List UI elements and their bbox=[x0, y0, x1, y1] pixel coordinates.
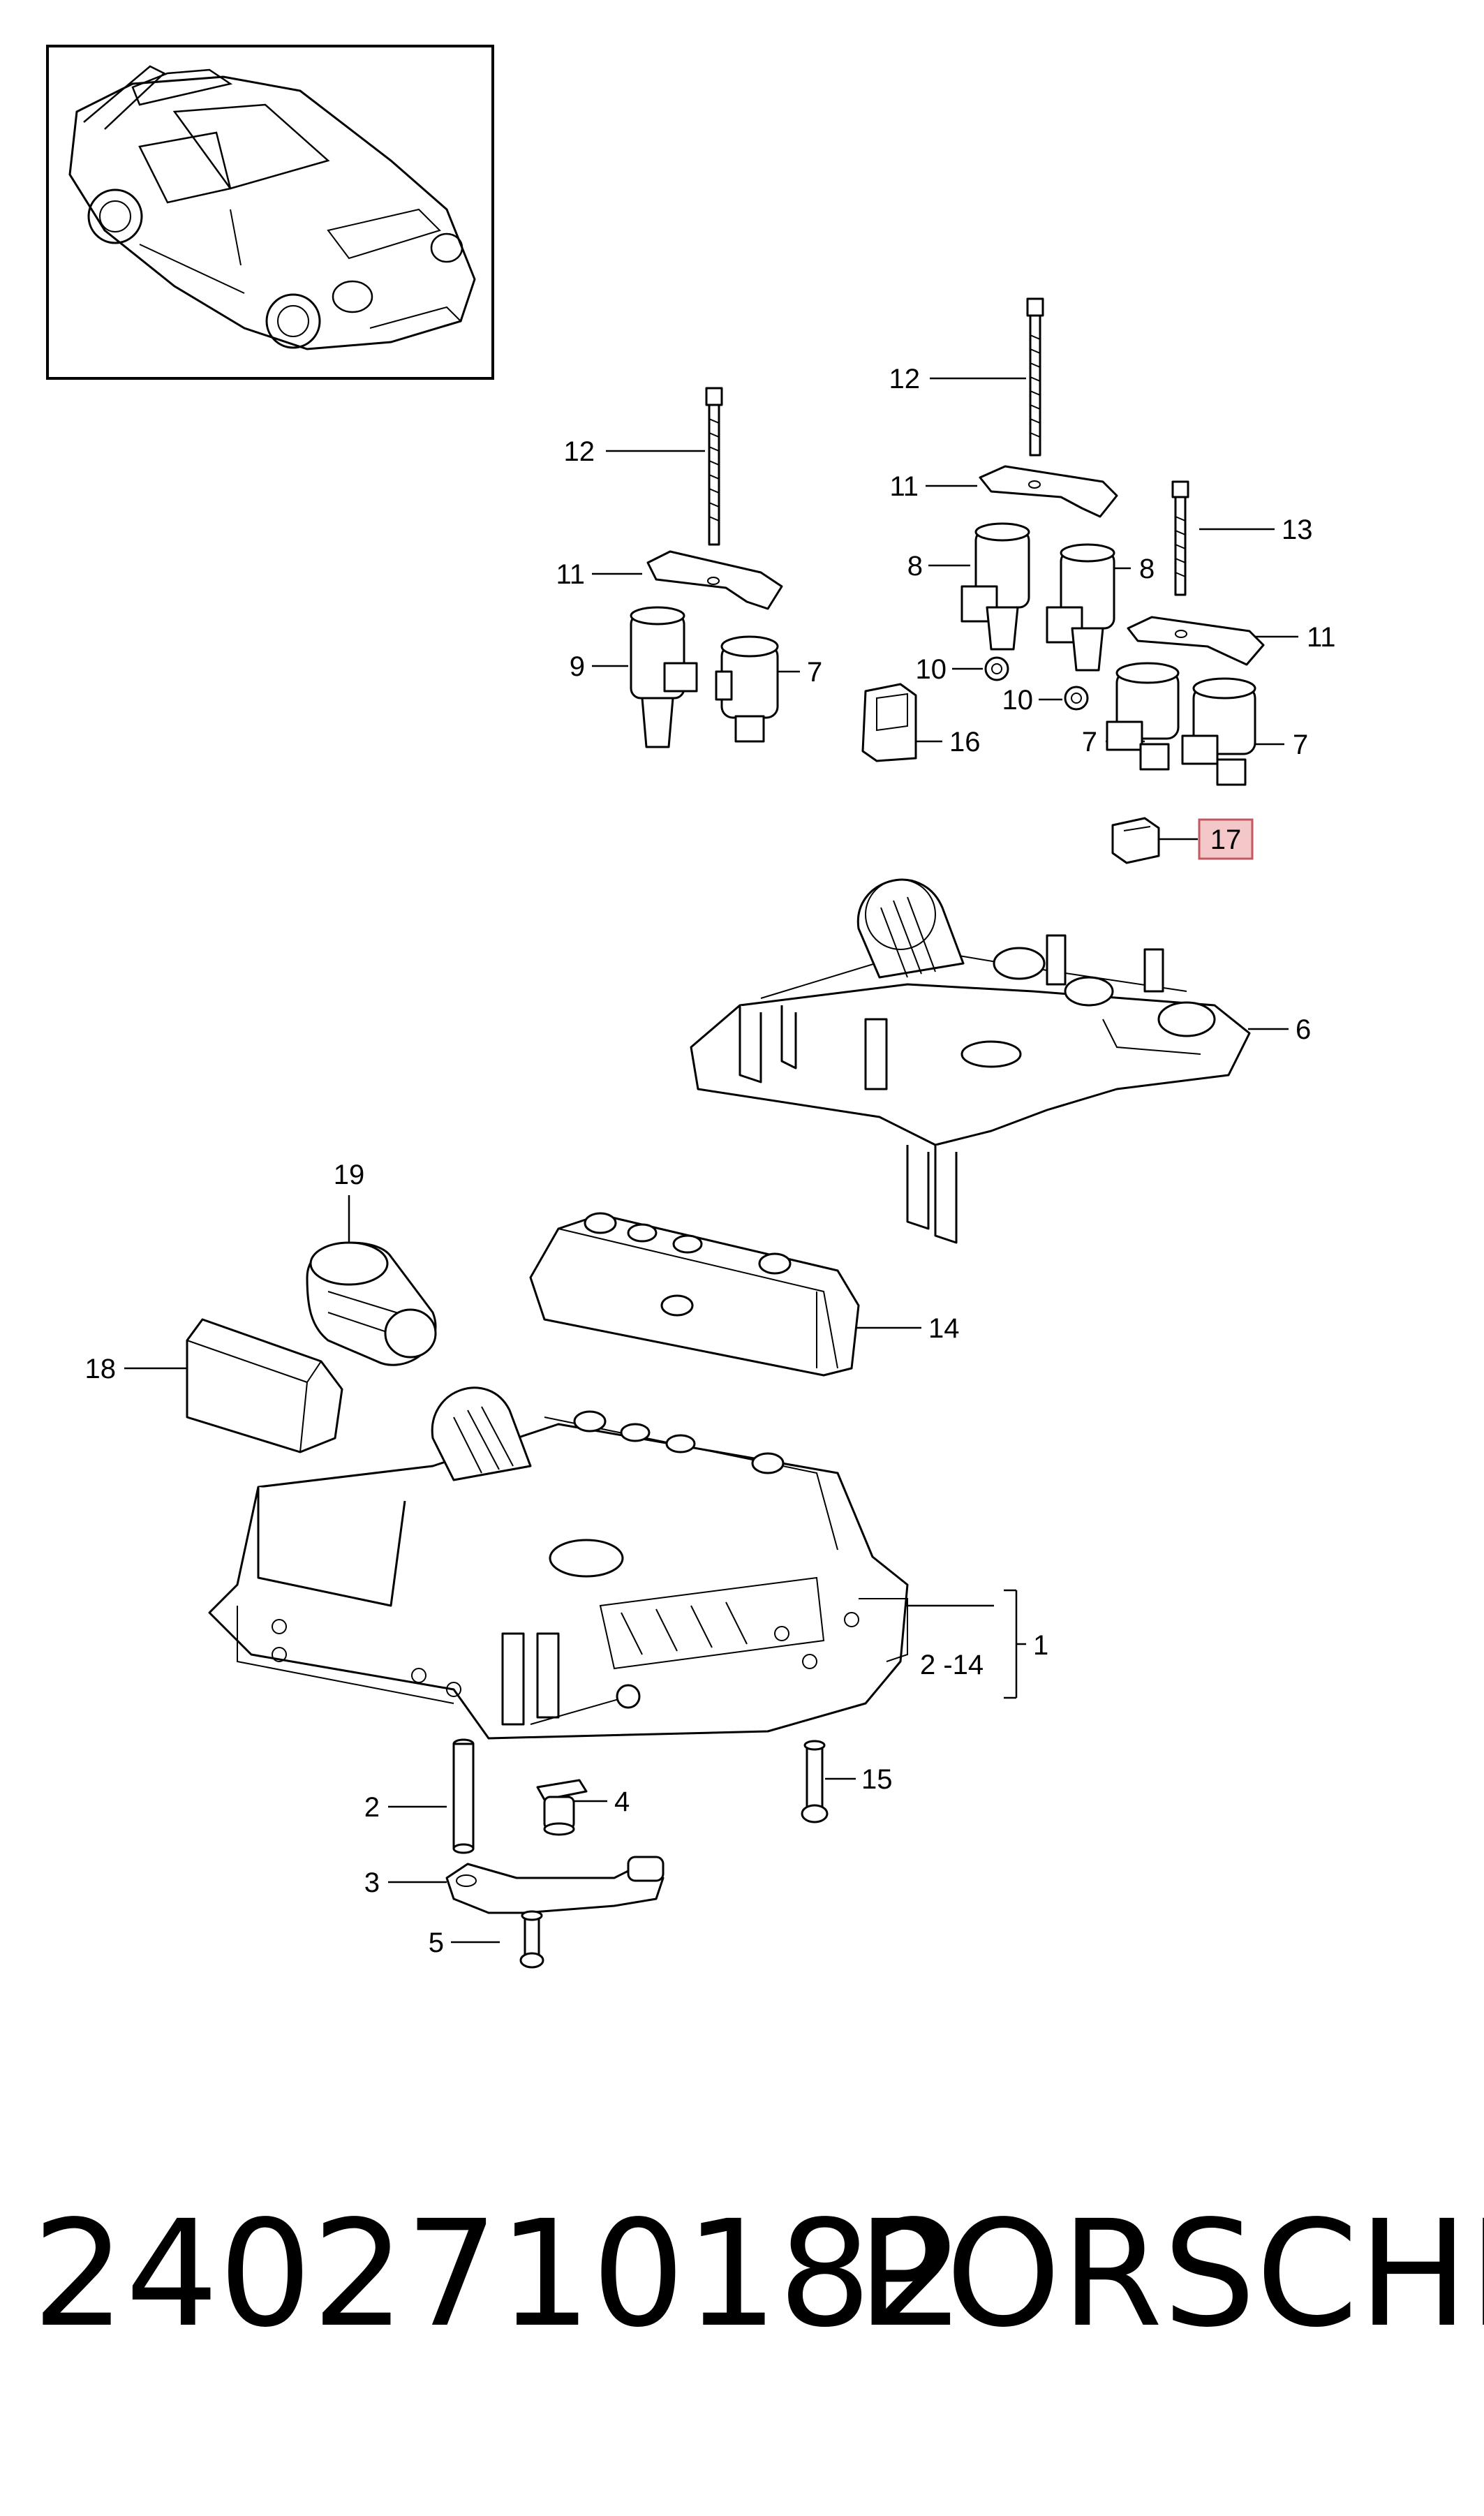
callout-10-right: 10 bbox=[1002, 685, 1034, 716]
callout-7-left: 7 bbox=[807, 657, 822, 688]
callout-12-right: 12 bbox=[889, 364, 921, 394]
cover-14 bbox=[529, 1212, 860, 1377]
pressure-regulator-7-right bbox=[1181, 677, 1256, 786]
pin-2 bbox=[452, 1738, 475, 1854]
callout-11-right: 11 bbox=[1307, 622, 1336, 653]
solenoid-valve-9 bbox=[630, 606, 698, 748]
car-illustration bbox=[68, 65, 476, 350]
callout-8-right: 8 bbox=[1139, 554, 1155, 584]
leader-lines bbox=[124, 377, 1298, 1944]
control-unit-1 bbox=[208, 1386, 909, 1740]
pressure-regulator-7-mid bbox=[1106, 662, 1180, 771]
callout-17: 17 bbox=[1210, 824, 1242, 855]
callout-4: 4 bbox=[614, 1786, 630, 1817]
retaining-plate-11-top bbox=[979, 465, 1118, 518]
callout-1: 1 bbox=[1033, 1630, 1048, 1661]
callout-13: 13 bbox=[1282, 515, 1313, 545]
foam-pad-18 bbox=[186, 1318, 343, 1453]
screw-15 bbox=[801, 1740, 829, 1823]
callout-7-right: 7 bbox=[1293, 730, 1308, 760]
vehicle-thumbnail bbox=[46, 45, 494, 380]
callout-14: 14 bbox=[928, 1313, 960, 1344]
retaining-plate-11-right bbox=[1127, 616, 1265, 666]
bolt-12-right bbox=[1026, 297, 1044, 457]
retaining-plate-11-left bbox=[646, 550, 783, 610]
callout-9: 9 bbox=[570, 651, 585, 682]
screw-5 bbox=[519, 1910, 544, 1969]
callout-19: 19 bbox=[334, 1160, 365, 1190]
callout-16: 16 bbox=[949, 727, 981, 757]
callout-18: 18 bbox=[85, 1354, 117, 1384]
lever-3 bbox=[445, 1856, 665, 1914]
filter-10-left bbox=[984, 656, 1009, 681]
callout-5: 5 bbox=[429, 1927, 444, 1958]
callout-3: 3 bbox=[364, 1867, 380, 1898]
bolt-13 bbox=[1171, 480, 1189, 596]
brand-name: PORSCHE bbox=[857, 2189, 1484, 2360]
bolt-12-left bbox=[705, 387, 723, 546]
callout-17-highlight bbox=[1198, 818, 1254, 860]
connector-16 bbox=[861, 683, 917, 762]
callout-12-left: 12 bbox=[564, 436, 595, 467]
callout-11-top: 11 bbox=[889, 471, 919, 502]
footer: 2402710182 PORSCHE bbox=[32, 2189, 1484, 2360]
damper-19 bbox=[306, 1241, 437, 1366]
callout-11-left: 11 bbox=[556, 559, 585, 590]
callout-15: 15 bbox=[861, 1764, 893, 1795]
callout-8-left: 8 bbox=[907, 551, 923, 582]
conductor-plate-6 bbox=[690, 878, 1251, 1244]
part-number: 2402710182 bbox=[32, 2189, 965, 2360]
filter-10-right bbox=[1064, 686, 1089, 711]
solenoid-valve-8-right bbox=[1046, 543, 1115, 672]
sensor-17 bbox=[1111, 817, 1254, 864]
callout-10-left: 10 bbox=[916, 654, 947, 685]
solenoid-valve-8-left bbox=[960, 522, 1030, 651]
callout-labels: 12 12 11 11 11 13 8 8 9 7 7 7 10 10 16 1… bbox=[85, 364, 1336, 1958]
callout-2: 2 bbox=[364, 1792, 380, 1823]
pressure-regulator-7-left bbox=[715, 635, 779, 743]
callout-2-14: 2 -14 bbox=[920, 1650, 984, 1680]
screw-4 bbox=[536, 1779, 588, 1836]
callout-6: 6 bbox=[1296, 1014, 1311, 1045]
callout-7-mid: 7 bbox=[1082, 727, 1097, 757]
